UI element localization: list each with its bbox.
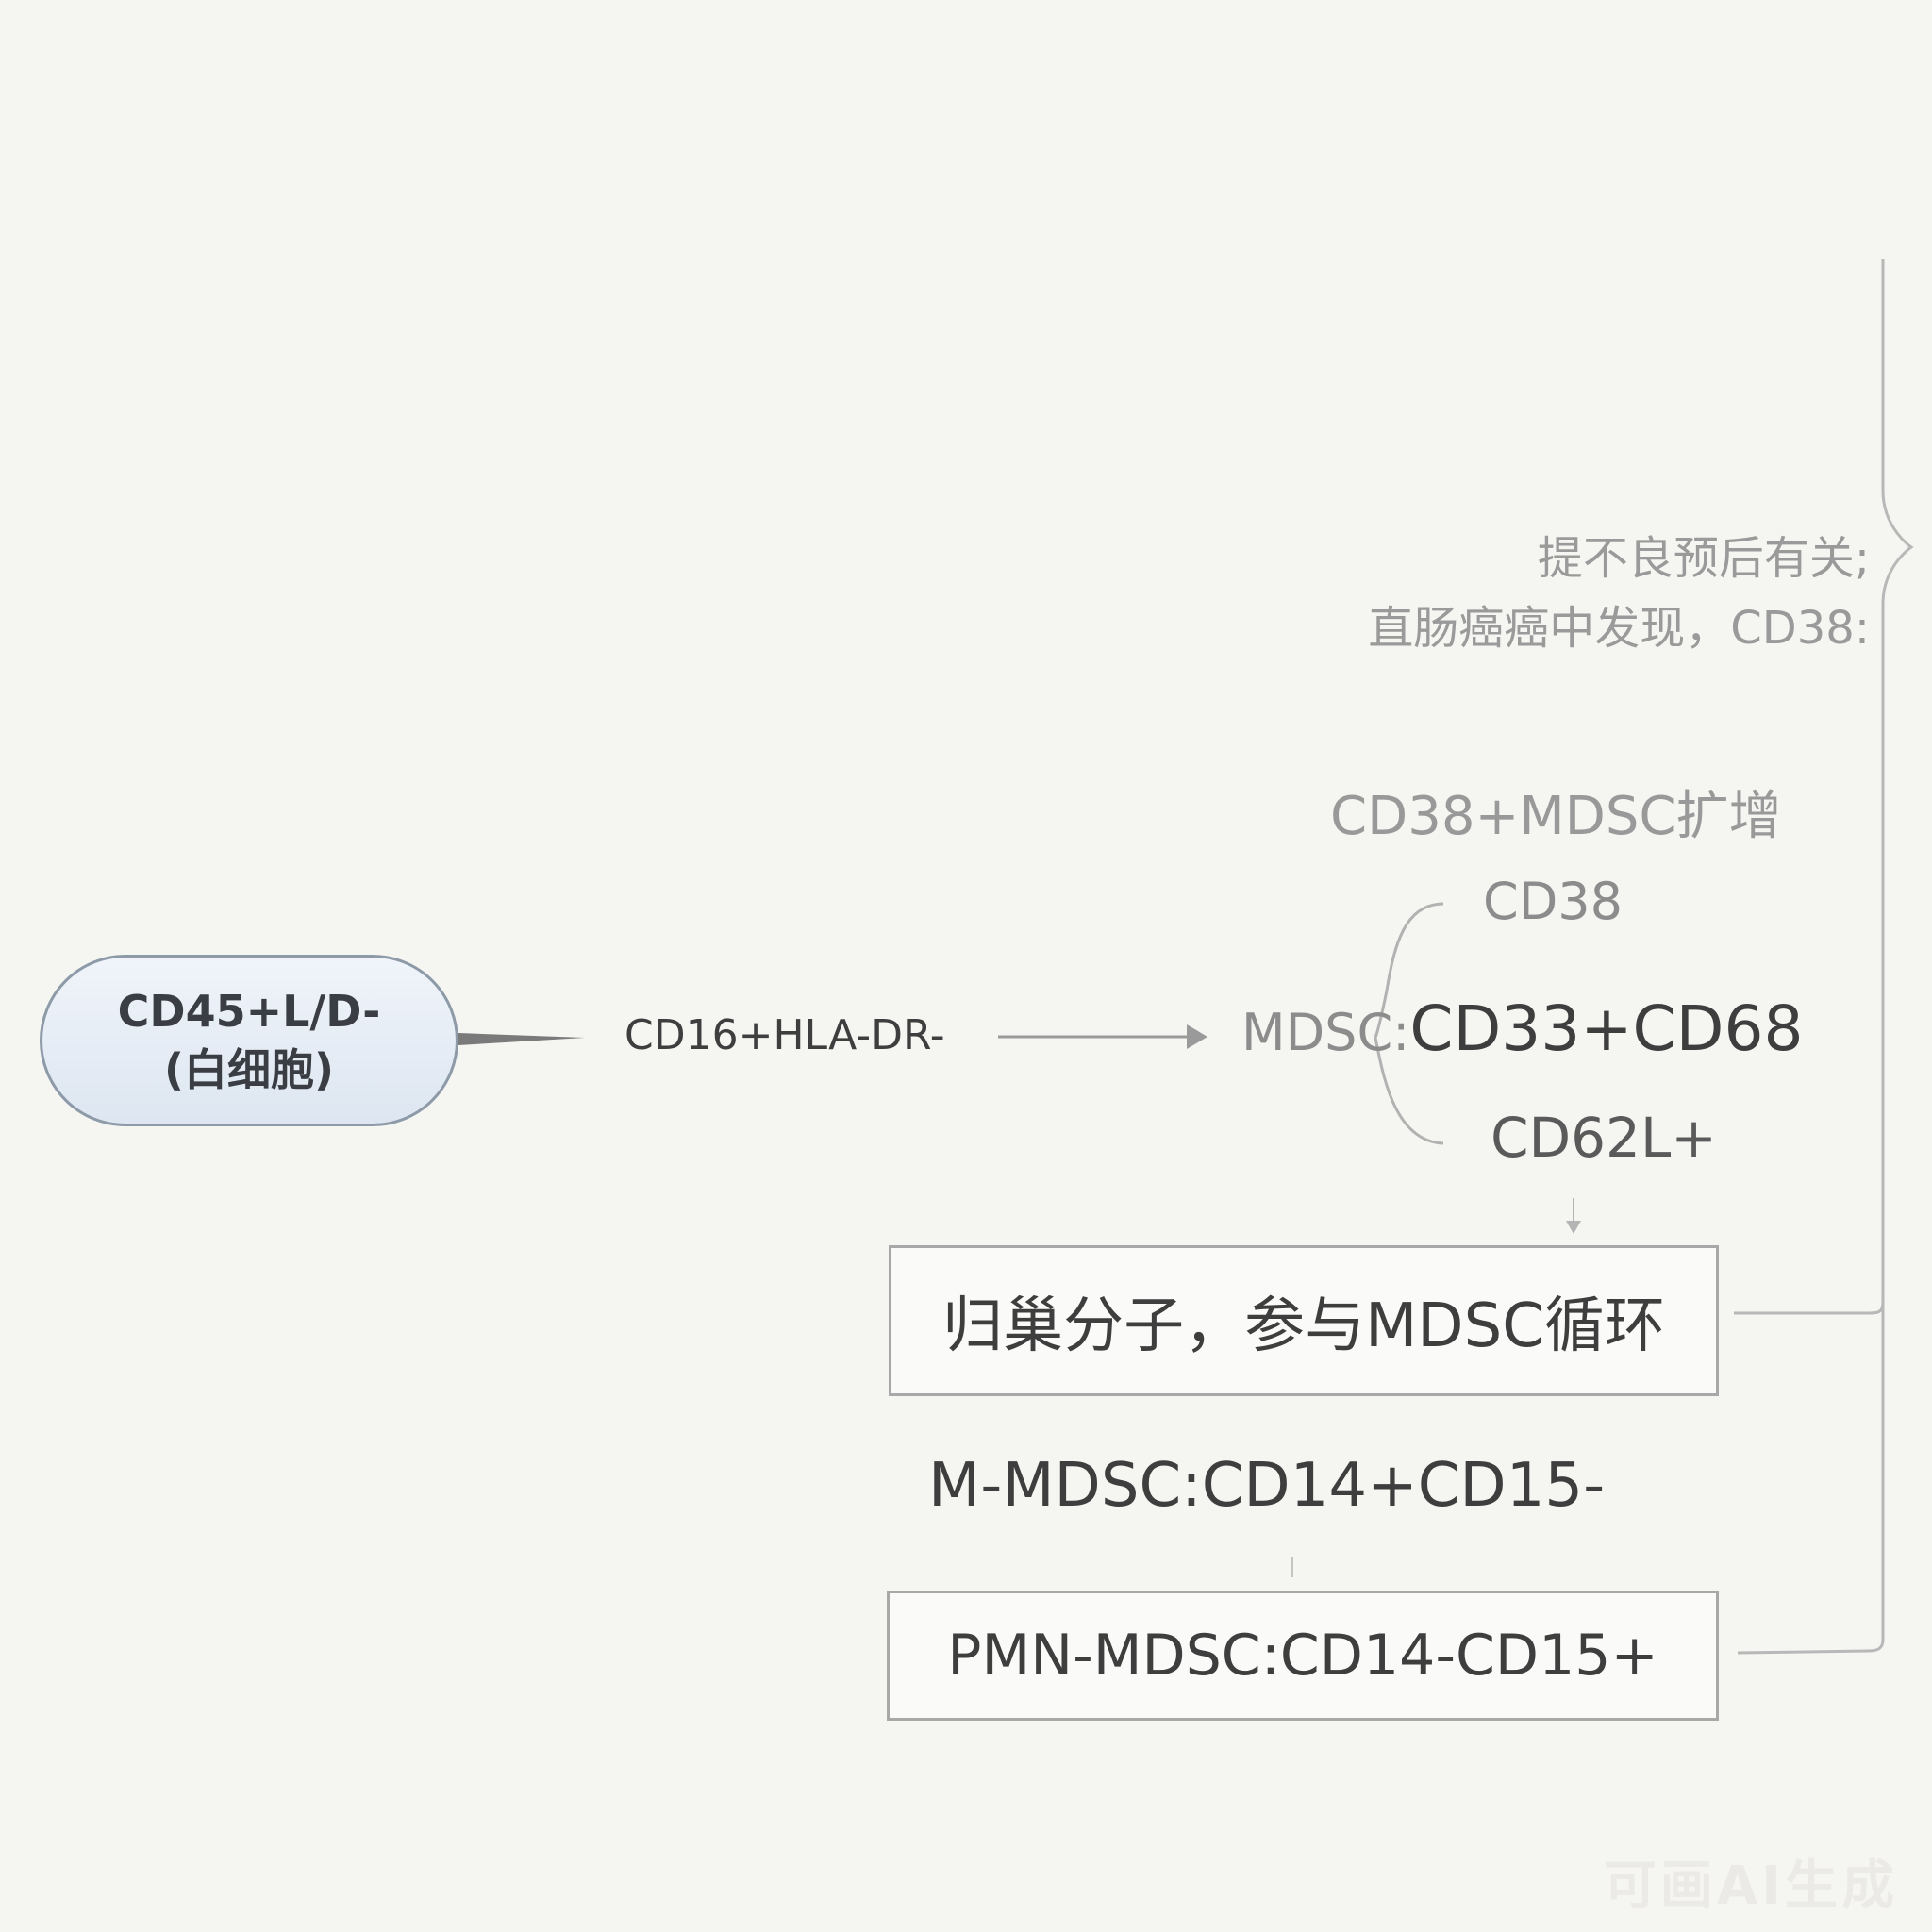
note-line-2: 直肠癌癌中发现，CD38:	[1368, 602, 1870, 655]
pmn-mdsc-box: PMN-MDSC:CD14-CD15+	[887, 1591, 1719, 1721]
m-mdsc-label: M-MDSC:CD14+CD15-	[928, 1451, 1606, 1521]
watermark-text: 可画AI生成	[1603, 1856, 1898, 1917]
branch-cd38	[1374, 902, 1444, 1039]
root-connector	[458, 1033, 585, 1045]
note-line-1: 提不良预后有关;	[1537, 532, 1870, 585]
branch-cd62l	[1374, 1037, 1444, 1145]
cd38-expand-label: CD38+MDSC扩增	[1330, 786, 1782, 847]
gate-arrow-head	[1187, 1024, 1208, 1049]
gate-label: CD16+HLA-DR-	[625, 1011, 945, 1059]
down-arrow-head	[1566, 1221, 1581, 1234]
root-label-line1: CD45+L/D-	[117, 986, 381, 1037]
mdsc-prefix: MDSC:	[1241, 1003, 1410, 1062]
right-bracket-lower	[1737, 1302, 1885, 1655]
cd62l-label: CD62L+	[1491, 1106, 1717, 1170]
mdsc-markers: CD33+CD68	[1409, 992, 1804, 1065]
root-label-line2: (白细胞)	[163, 1044, 335, 1095]
homing-label: 归巢分子，参与MDSC循环	[942, 1291, 1665, 1361]
cd38-label: CD38	[1483, 872, 1623, 931]
mdsc-node: MDSC:CD33+CD68	[1241, 992, 1803, 1065]
homing-box: 归巢分子，参与MDSC循环	[889, 1245, 1719, 1396]
pmn-mdsc-label: PMN-MDSC:CD14-CD15+	[947, 1623, 1658, 1689]
root-node-cd45: CD45+L/D- (白细胞)	[40, 955, 458, 1126]
right-bracket	[1734, 259, 1914, 1315]
